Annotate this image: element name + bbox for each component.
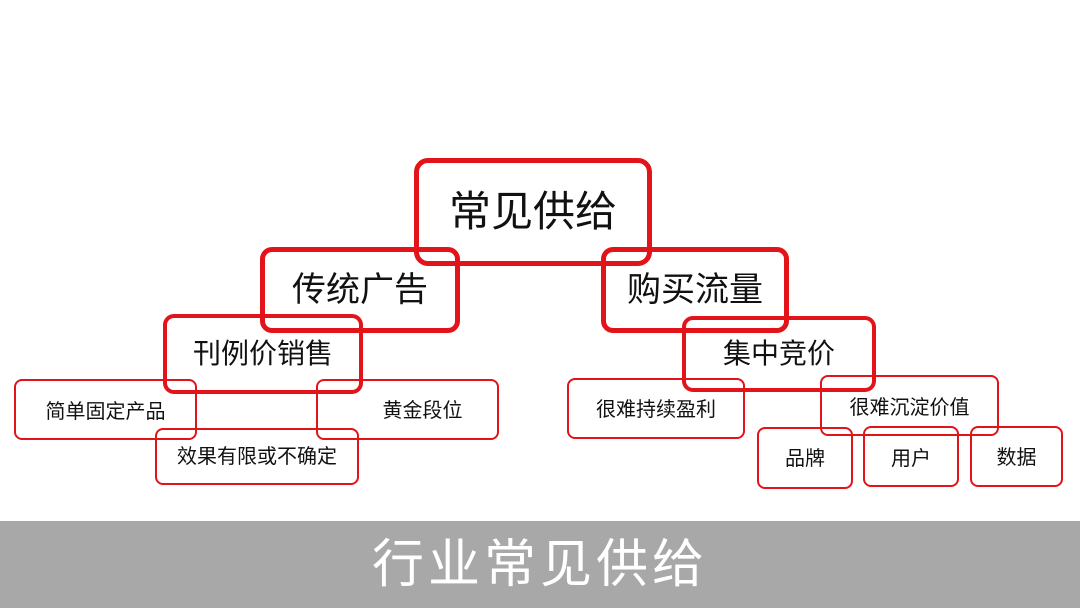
node-common-supply: 常见供给	[414, 158, 652, 266]
node-centralized-bidding: 集中竞价	[682, 316, 876, 392]
footer-title: 行业常见供给	[371, 534, 708, 595]
node-simple-fixed-products: 简单固定产品	[14, 379, 197, 440]
node-hard-sustain-profit: 很难持续盈利	[567, 378, 745, 439]
node-hard-accumulate-value: 很难沉淀价值	[820, 375, 999, 436]
node-data: 数据	[970, 426, 1063, 487]
node-buy-traffic: 购买流量	[601, 247, 789, 333]
node-users: 用户	[863, 426, 959, 487]
node-publication-price-sales: 刊例价销售	[163, 314, 363, 394]
node-golden-slots: 黄金段位	[316, 379, 499, 440]
node-brand: 品牌	[757, 427, 853, 489]
node-limited-uncertain-effect: 效果有限或不确定	[155, 428, 359, 485]
footer-bar: 行业常见供给	[0, 521, 1080, 608]
